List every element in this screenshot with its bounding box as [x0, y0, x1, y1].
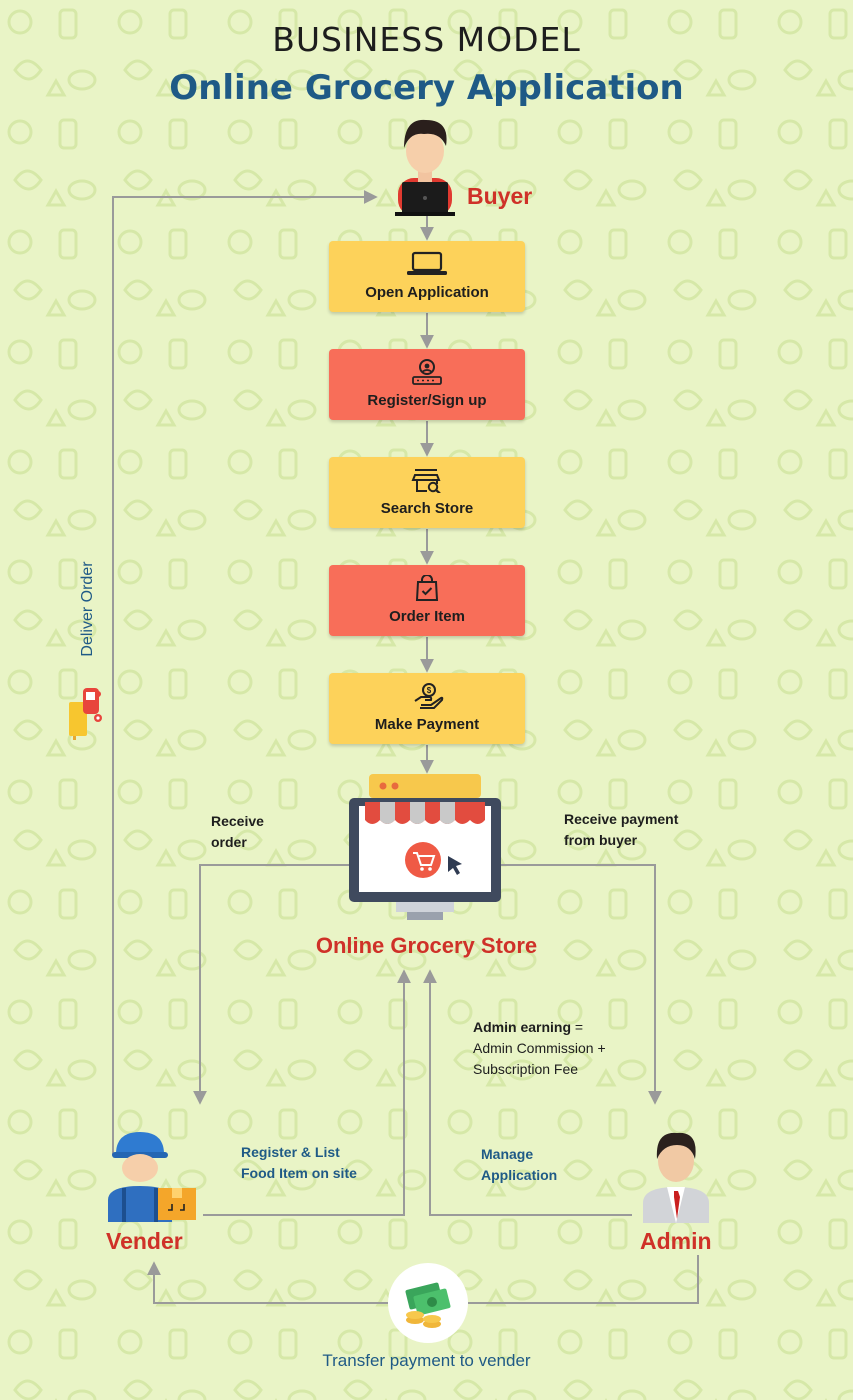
arrow-admin-to-vender [154, 1255, 699, 1304]
manage-application-label: Manage Application [481, 1144, 557, 1186]
laptop-icon [407, 251, 447, 275]
step-label: Open Application [365, 284, 489, 301]
manage-line1: Manage [481, 1146, 534, 1162]
money-coins-icon [388, 1263, 468, 1343]
admin-earning-line2: Admin Commission + [473, 1040, 606, 1056]
arrow-store-to-vender [193, 864, 350, 1105]
shopping-bag-icon [415, 575, 439, 601]
arrow-vender-to-buyer [112, 190, 378, 1155]
svg-text:$: $ [427, 686, 432, 695]
receive-payment-line1: Receive payment [564, 811, 679, 827]
vender-label: Vender [106, 1228, 183, 1254]
step-label: Register/Sign up [367, 392, 487, 409]
transfer-payment-label: Transfer payment to vender [322, 1351, 531, 1370]
receive-order-line2: order [211, 834, 247, 850]
register-list-line2: Food Item on site [241, 1165, 357, 1181]
buyer-label: Buyer [467, 183, 533, 209]
admin-earning-note: Admin earning = Admin Commission + Subsc… [473, 1017, 606, 1080]
arrow-store-to-admin [498, 864, 662, 1105]
receive-order-line1: Receive [211, 813, 264, 829]
step-make-payment: $ Make Payment [329, 673, 525, 744]
arrow-admin-to-store [423, 969, 632, 1216]
admin-earning-title: Admin earning [473, 1019, 572, 1035]
register-list-label: Register & List Food Item on site [241, 1142, 357, 1184]
online-store-icon [349, 774, 501, 920]
receive-order-label: Receive order [211, 811, 264, 853]
arrow-vender-to-store [203, 969, 411, 1216]
step-label: Order Item [389, 608, 465, 625]
register-list-line1: Register & List [241, 1144, 340, 1160]
store-search-icon [411, 469, 441, 493]
step-label: Search Store [380, 500, 474, 517]
admin-earning-line3: Subscription Fee [473, 1061, 579, 1077]
store-label: Online Grocery Store [315, 933, 538, 958]
receive-payment-line2: from buyer [564, 832, 638, 848]
user-register-icon [412, 359, 442, 385]
deliver-order-label: Deliver Order [79, 561, 96, 657]
buyer-icon [395, 119, 455, 216]
vender-icon [108, 1132, 196, 1222]
hand-coin-icon: $ [414, 683, 444, 709]
page-title: BUSINESS MODEL [272, 20, 581, 59]
admin-label: Admin [640, 1228, 712, 1254]
admin-earning-equals: = [571, 1019, 584, 1035]
step-open-application: Open Application [329, 241, 525, 312]
receive-payment-label: Receive payment from buyer [564, 809, 678, 851]
step-order-item: Order Item [329, 565, 525, 636]
delivery-truck-icon [69, 688, 102, 740]
manage-line2: Application [481, 1167, 558, 1183]
step-search-store: Search Store [329, 457, 525, 528]
page-subtitle: Online Grocery Application [169, 68, 684, 108]
step-label: Make Payment [374, 716, 480, 733]
admin-icon [643, 1132, 709, 1223]
step-register: Register/Sign up [329, 349, 525, 420]
